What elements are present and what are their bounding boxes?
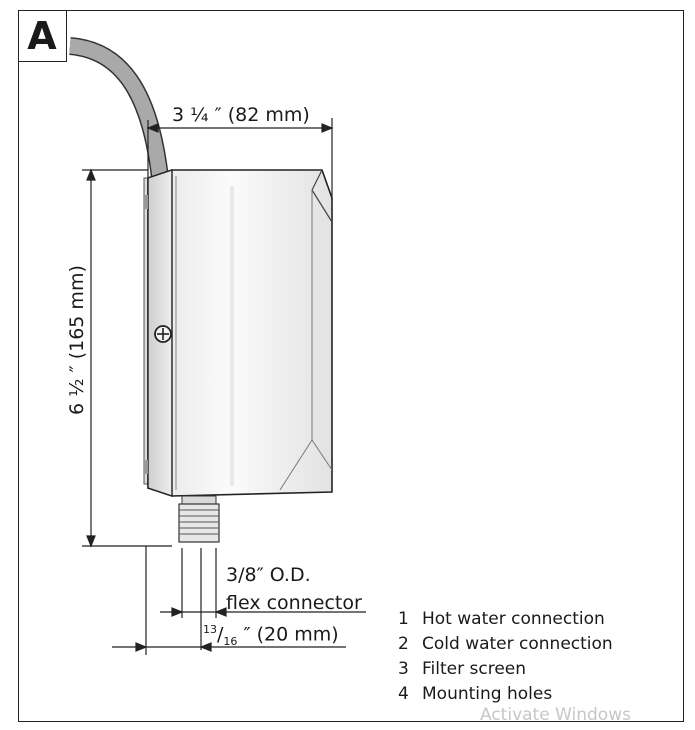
fraction-numerator: 13 [203,623,217,636]
height-dimension-line [82,168,172,548]
lower-mount-tab [144,460,148,474]
connector-label-line2: flex connector [226,592,362,614]
legend-number: 4 [398,684,409,704]
fraction-denominator: 16 [223,635,238,649]
legend-label: Filter screen [422,659,527,679]
legend-item: 4 Mounting holes [398,682,613,707]
width-dimension-line [146,118,334,200]
connector-label: 3/8″ O.D. flex connector [226,561,362,617]
bottom-dimension-text: ″ (20 mm) [237,623,339,646]
legend-number: 2 [398,634,409,654]
mounting-screw [154,325,172,343]
connector-label-line1: 3/8″ O.D. [226,564,311,586]
heater-body [147,169,333,497]
figure-frame [18,10,684,722]
legend-number: 1 [398,609,409,629]
bottom-dimension-label: 13/16 ″ (20 mm) [203,623,339,649]
bottom-dimension-line [112,546,346,655]
legend-number: 3 [398,659,409,679]
legend-list: 1 Hot water connection 2 Cold water connec… [398,607,613,707]
threaded-connector [178,495,220,543]
upper-mount-tab [144,195,148,209]
legend-item: 2 Cold water connection [398,632,613,657]
power-cable [68,37,169,180]
legend-label: Cold water connection [422,634,613,654]
legend-item: 1 Hot water connection [398,607,613,632]
height-dimension-label: 6 ½ ″ (165 mm) [66,265,88,415]
figure-label-badge: A [18,10,67,62]
legend-label: Hot water connection [422,609,605,629]
activation-watermark: Activate Windows [480,705,631,725]
legend-item: 3 Filter screen [398,657,613,682]
connector-dimension-lines [160,548,366,650]
legend-label: Mounting holes [422,684,553,704]
width-dimension-label: 3 ¼ ″ (82 mm) [172,104,310,126]
